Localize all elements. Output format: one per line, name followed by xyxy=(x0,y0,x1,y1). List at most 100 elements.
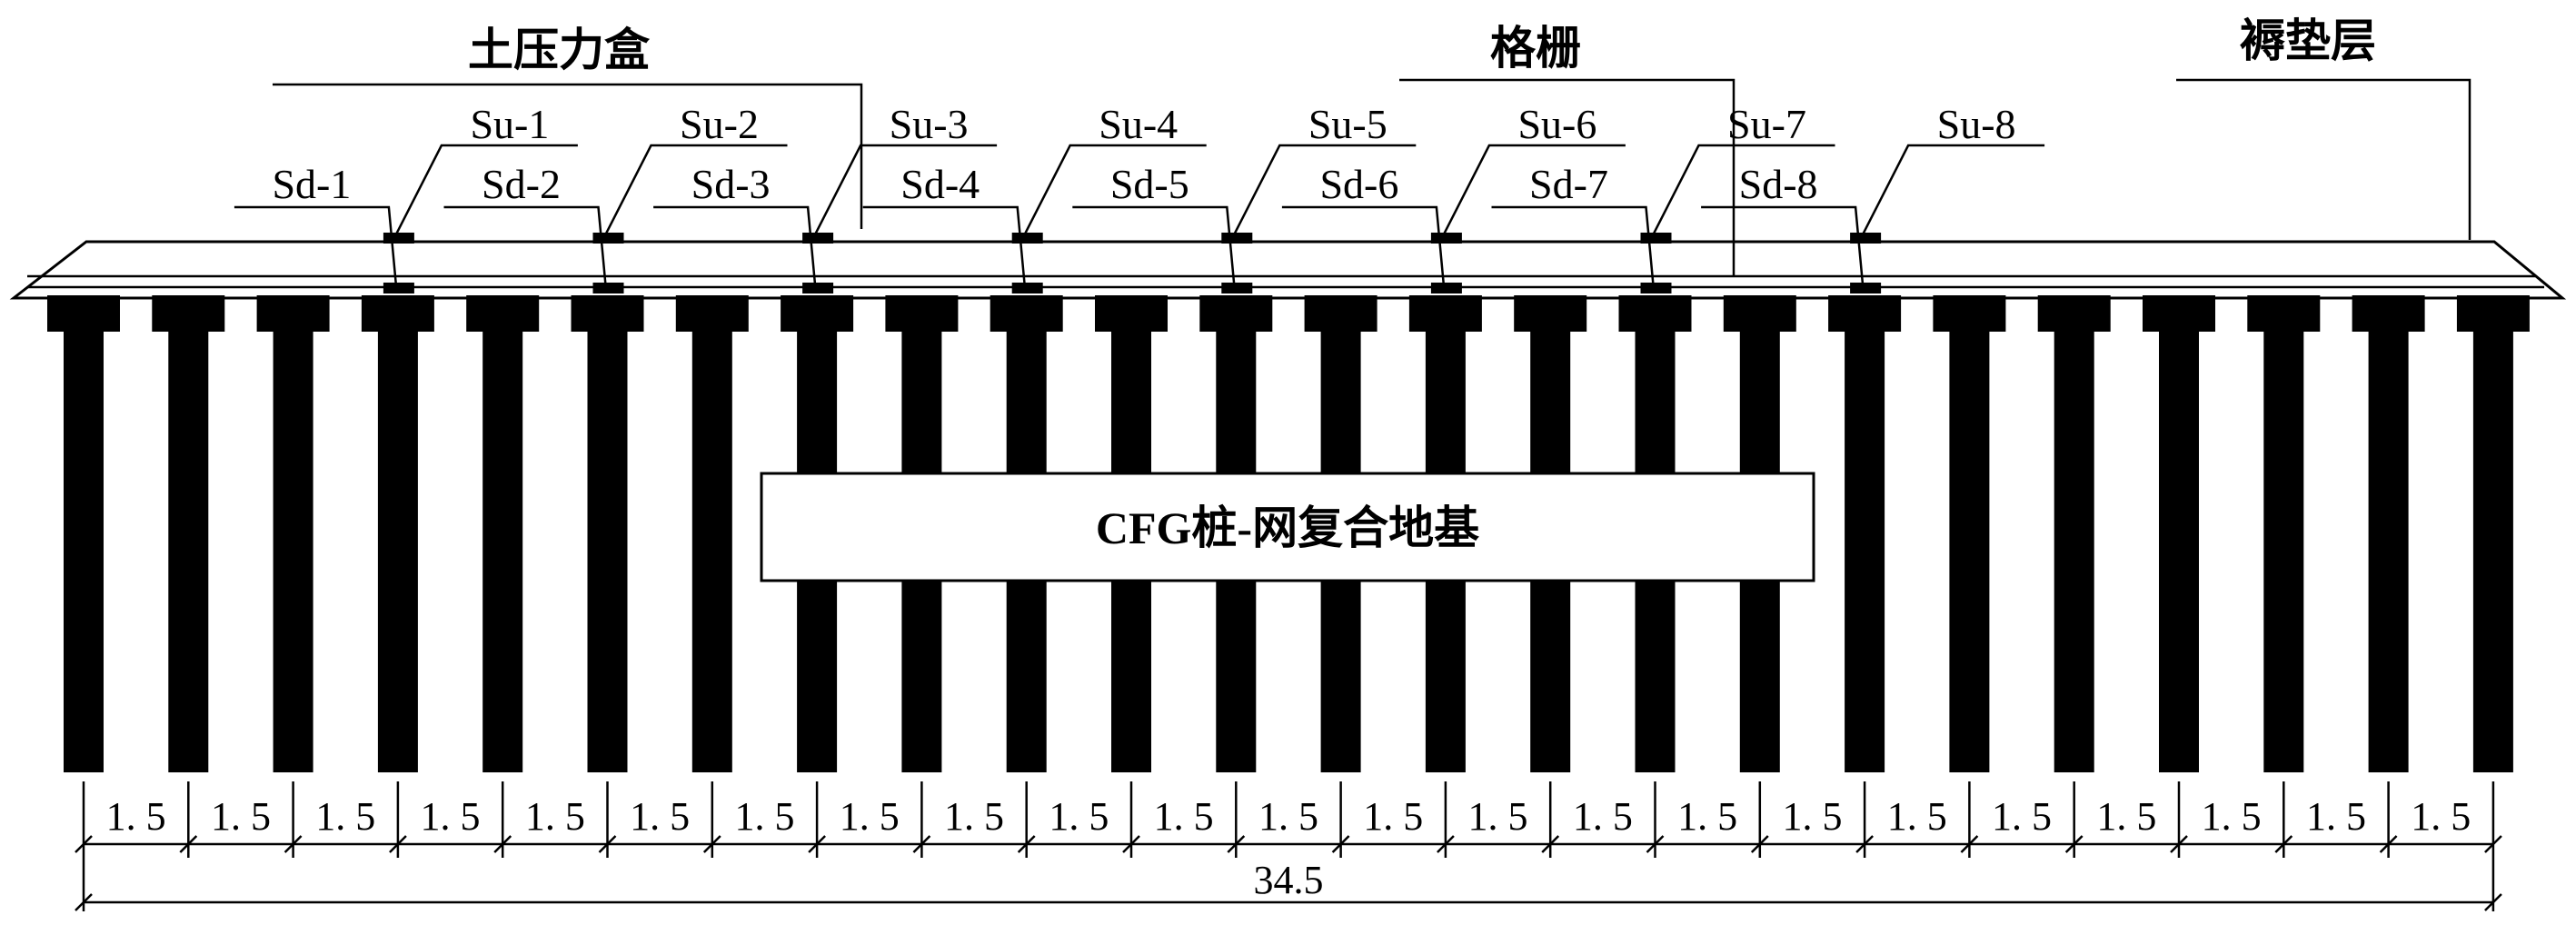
sensor-marker xyxy=(1850,283,1882,293)
spacing-label: 1. 5 xyxy=(1468,794,1528,839)
sensor-label: Sd-8 xyxy=(1739,161,1818,207)
sensor-marker xyxy=(1850,233,1882,244)
pressure-box-title: 土压力盒 xyxy=(468,25,651,75)
tick-mark xyxy=(1960,835,1979,853)
tick-mark xyxy=(75,893,93,911)
pile xyxy=(361,295,434,772)
sensor-leader xyxy=(1233,144,1417,235)
sensor-lower: Sd-8 xyxy=(1701,161,1882,293)
sensor-leader xyxy=(862,205,1026,286)
sensor-label: Sd-1 xyxy=(272,161,351,207)
spacing-label: 1. 5 xyxy=(2411,794,2471,839)
sensor-marker xyxy=(1011,283,1043,293)
sensor-marker xyxy=(802,283,834,293)
spacing-label: 1. 5 xyxy=(2096,794,2156,839)
sensor-label: Su-1 xyxy=(470,101,549,147)
title-leaders xyxy=(273,78,2472,276)
tick-mark xyxy=(1437,835,1455,853)
sensor-marker xyxy=(1430,233,1462,244)
spacing-label: 1. 5 xyxy=(630,794,690,839)
sensor-upper: Su-1 xyxy=(383,101,578,244)
sensor-leader xyxy=(1491,205,1655,286)
sensor-leader xyxy=(1072,205,1236,286)
pile xyxy=(1828,295,1902,772)
tick-mark xyxy=(1541,835,1560,853)
spacing-label: 1. 5 xyxy=(525,794,585,839)
spacing-label: 1. 5 xyxy=(734,794,794,839)
tick-mark xyxy=(2064,835,2084,853)
pile xyxy=(571,295,644,772)
sensor-label: Sd-6 xyxy=(1319,161,1398,207)
sensor-upper: Su-3 xyxy=(802,101,998,244)
spacing-label: 1. 5 xyxy=(211,794,271,839)
pile xyxy=(256,295,330,772)
tick-mark xyxy=(2274,835,2293,853)
tick-mark xyxy=(912,835,931,853)
sensor-marker xyxy=(383,233,414,244)
geogrid-title: 格栅 xyxy=(1490,23,1581,74)
spacing-label: 1. 5 xyxy=(944,794,1004,839)
cushion-leader xyxy=(2176,78,2472,240)
tick-mark xyxy=(598,835,617,853)
sensor-marker xyxy=(1221,283,1253,293)
sensor-lower: Sd-7 xyxy=(1491,161,1672,293)
pile xyxy=(47,295,120,772)
spacing-label: 1. 5 xyxy=(315,794,375,839)
sensor-lower: Sd-2 xyxy=(443,161,624,293)
cushion-title: 褥垫层 xyxy=(2240,15,2376,66)
sensor-marker xyxy=(592,233,624,244)
tick-mark xyxy=(2484,893,2502,911)
pile xyxy=(2247,295,2321,772)
pressure-box-leader xyxy=(273,83,863,229)
spacing-label: 1. 5 xyxy=(1677,794,1737,839)
spacing-label: 1. 5 xyxy=(1049,794,1109,839)
pile xyxy=(2143,295,2215,772)
sensor-label: Sd-2 xyxy=(482,161,561,207)
spacing-label: 1. 5 xyxy=(840,794,900,839)
sensor-label: Su-7 xyxy=(1727,101,1806,147)
pile xyxy=(2456,295,2530,772)
sensor-lower: Sd-4 xyxy=(862,161,1043,293)
sensor-leader xyxy=(394,144,578,235)
tick-mark xyxy=(179,835,198,853)
sensor-leader xyxy=(1023,144,1207,235)
pile xyxy=(1933,295,2006,772)
cushion-layer xyxy=(9,240,2567,300)
sensor-label: Sd-3 xyxy=(691,161,771,207)
tick-mark xyxy=(2484,835,2502,853)
sensor-label: Su-3 xyxy=(890,101,969,147)
sensor-marker xyxy=(1221,233,1253,244)
sensor-label: Su-2 xyxy=(680,101,759,147)
spacing-label: 1. 5 xyxy=(2306,794,2366,839)
tick-mark xyxy=(389,835,407,853)
sensor-marker xyxy=(1640,283,1672,293)
center-label: CFG桩-网复合地基 xyxy=(1096,502,1479,553)
sensor-lower: Sd-6 xyxy=(1281,161,1462,293)
tick-mark xyxy=(1750,835,1769,853)
sensor-leader xyxy=(1701,205,1865,286)
spacing-label: 1. 5 xyxy=(1887,794,1947,839)
spacing-label: 1. 5 xyxy=(106,794,166,839)
sensor-leader xyxy=(443,205,607,286)
sensor-label: Su-8 xyxy=(1937,101,2016,147)
sensor-marker xyxy=(383,283,414,293)
sensor-label: Su-5 xyxy=(1308,101,1387,147)
pile xyxy=(2037,295,2111,772)
pile xyxy=(466,295,540,772)
center-label-box: CFG桩-网复合地基 xyxy=(760,472,1815,582)
sensor-marker xyxy=(802,233,834,244)
spacing-label: 1. 5 xyxy=(421,794,481,839)
tick-mark xyxy=(1331,835,1350,853)
sensor-upper: Su-8 xyxy=(1850,101,2045,244)
sensor-lower: Sd-1 xyxy=(234,161,414,293)
sensor-label: Su-4 xyxy=(1099,101,1178,147)
sensor-label: Sd-7 xyxy=(1529,161,1608,207)
sensor-lower: Sd-3 xyxy=(653,161,834,293)
spacing-label: 1. 5 xyxy=(1258,794,1318,839)
sensor-leader xyxy=(653,205,817,286)
sensor-marker xyxy=(1011,233,1043,244)
tick-mark xyxy=(2170,835,2188,853)
sensor-leader xyxy=(1281,205,1446,286)
spacing-label: 1. 5 xyxy=(1363,794,1423,839)
